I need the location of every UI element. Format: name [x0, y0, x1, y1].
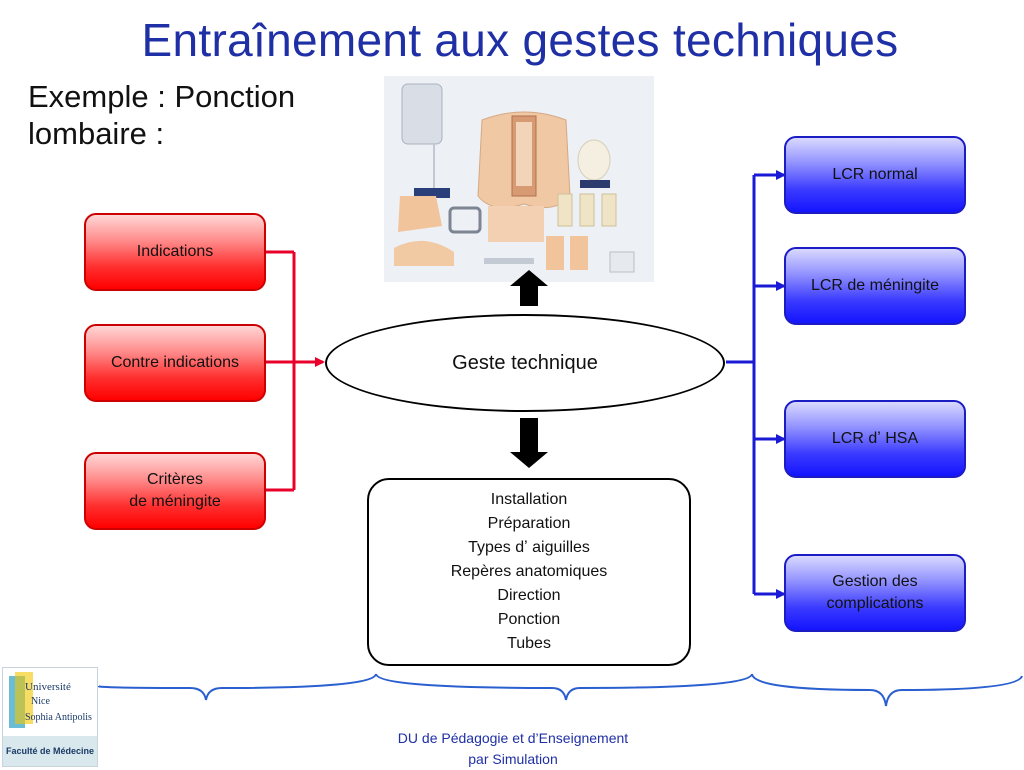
step-item: Ponction: [497, 611, 561, 628]
steps-box: Installation Préparation Types dʼ aiguil…: [367, 478, 691, 666]
lcr-meningite-box: LCR de méningite: [784, 247, 966, 325]
lcr-hsa-box: LCR dʼ HSA: [784, 400, 966, 478]
footer-line-1: DU de Pédagogie et d’Enseignement: [397, 730, 629, 746]
lcr-normal-box: LCR normal: [784, 136, 966, 214]
criteres-meningite-box: Critères de méningite: [84, 452, 266, 530]
lcr-normal-label: LCR normal: [832, 166, 918, 183]
footer-line-2: par Simulation: [468, 751, 558, 767]
contre-indications-box: Contre indications: [84, 324, 266, 402]
indications-label: Indications: [136, 243, 214, 260]
step-item: Direction: [497, 587, 561, 604]
criteres-line-2: de méningite: [129, 493, 221, 510]
subtitle: Exemple : Ponction lombaire :: [28, 78, 348, 152]
logo-line-3: Sophia Antipolis: [25, 712, 92, 723]
step-item: Installation: [490, 491, 568, 508]
gestion-line-1: Gestion des: [832, 573, 918, 590]
brace-3: [751, 673, 1023, 707]
step-item: Tubes: [507, 635, 551, 652]
page-title: Entraînement aux gestes techniques: [141, 14, 899, 66]
up-arrow: [510, 270, 548, 306]
subtitle-line-2: lombaire :: [28, 116, 165, 151]
university-logo-mark: Université Nice Sophia Antipolis: [9, 672, 92, 728]
gestion-complications-box: Gestion des complications: [784, 554, 966, 632]
subtitle-line-1: Exemple : Ponction: [28, 79, 296, 114]
step-item: Préparation: [487, 515, 571, 532]
contre-indications-label: Contre indications: [110, 354, 240, 371]
down-arrow: [510, 418, 548, 468]
training-kit-photo: [384, 76, 654, 282]
criteres-line-1: Critères: [146, 471, 203, 488]
lcr-hsa-label: LCR dʼ HSA: [831, 430, 919, 447]
step-item: Repères anatomiques: [450, 563, 608, 580]
red-connector: [265, 250, 325, 492]
step-item: Types dʼ aiguilles: [468, 539, 590, 556]
footer-text: DU de Pédagogie et d’Enseignement par Si…: [330, 728, 696, 770]
logo-line-2: Nice: [31, 696, 50, 707]
geste-technique-label: Geste technique: [452, 351, 598, 374]
gestion-line-2: complications: [826, 595, 924, 612]
indications-box: Indications: [84, 213, 266, 291]
geste-technique-node: Geste technique: [325, 314, 725, 412]
brace-2: [375, 673, 753, 701]
brace-1: [97, 673, 377, 701]
faculty-label: Faculté de Médecine: [3, 736, 97, 766]
blue-connector: [726, 170, 786, 599]
university-logo: Université Nice Sophia Antipolis Faculté…: [2, 667, 98, 767]
logo-line-1: Université: [25, 681, 71, 693]
lcr-meningite-label: LCR de méningite: [810, 277, 940, 294]
